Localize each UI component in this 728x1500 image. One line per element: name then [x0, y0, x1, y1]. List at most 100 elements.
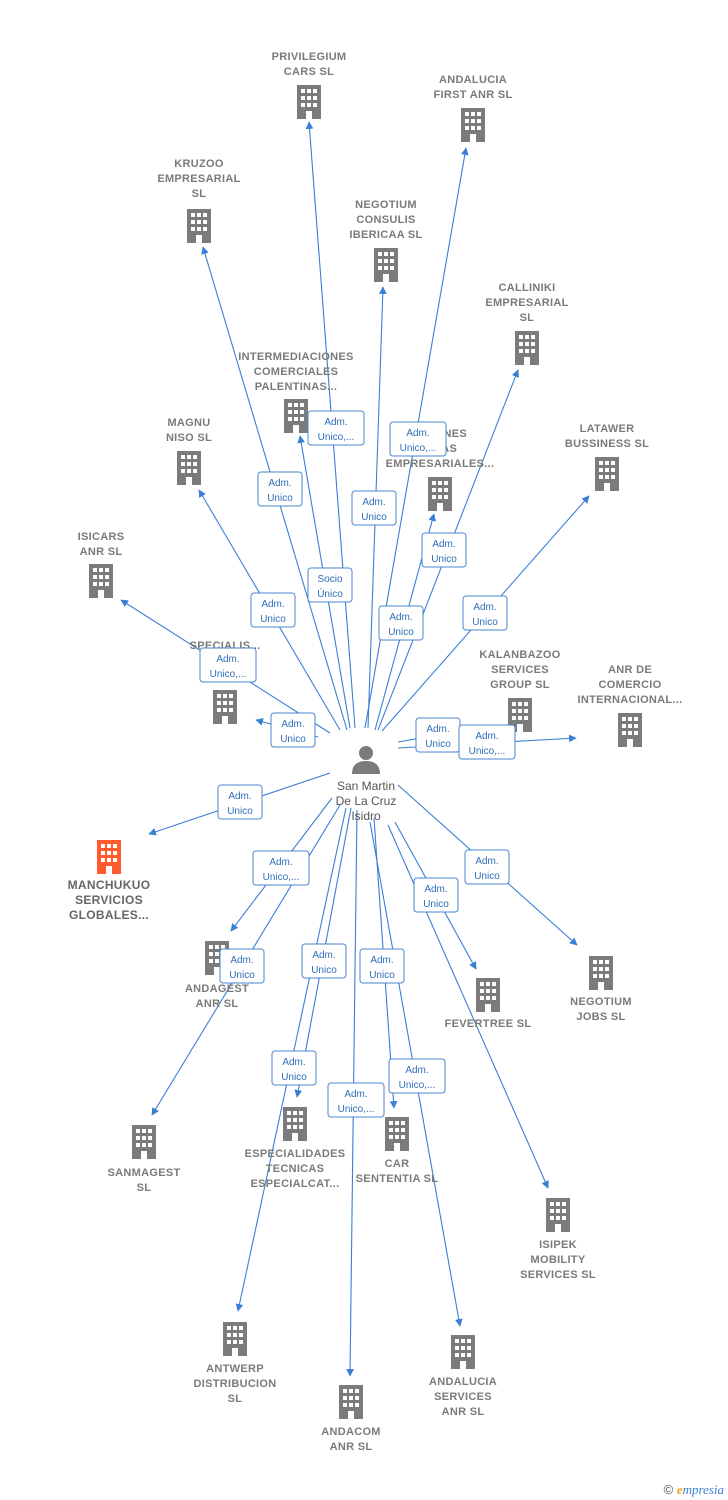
building-icon[interactable] — [213, 690, 237, 724]
svg-text:Unico,...: Unico,... — [400, 443, 437, 454]
building-icon[interactable] — [428, 477, 452, 511]
building-icon[interactable] — [546, 1198, 570, 1232]
footer-brand[interactable]: © empresia — [664, 1482, 724, 1498]
brand-logo: empresia — [676, 1482, 724, 1497]
svg-text:Unico: Unico — [423, 899, 449, 910]
relation-label[interactable]: Adm.Unico,... — [388, 1058, 446, 1094]
relation-label[interactable]: Adm.Unico — [217, 784, 263, 820]
building-icon[interactable] — [284, 399, 308, 433]
company-label[interactable]: FEVERTREE SL — [445, 1018, 532, 1030]
relation-label[interactable]: Adm.Unico — [270, 712, 316, 748]
svg-text:Adm.: Adm. — [424, 884, 447, 895]
relation-label[interactable]: Adm.Unico — [464, 849, 510, 885]
relation-label[interactable]: Adm. Unico — [413, 877, 459, 913]
svg-text:Socio: Socio — [317, 574, 342, 585]
relation-label[interactable]: Adm.Unico — [462, 595, 508, 631]
relation-label[interactable]: Adm.Unico — [415, 717, 461, 753]
svg-text:Unico: Unico — [474, 871, 500, 882]
relation-label[interactable]: Adm.Unico — [250, 592, 296, 628]
svg-text:Adm.: Adm. — [426, 724, 449, 735]
building-icon[interactable] — [461, 108, 485, 142]
relation-label[interactable]: Adm.Unico — [271, 1050, 317, 1086]
building-icon[interactable] — [476, 978, 500, 1012]
building-icon[interactable] — [297, 85, 321, 119]
svg-text:Unico,...: Unico,... — [338, 1104, 375, 1115]
svg-text:Unico: Unico — [280, 734, 306, 745]
svg-text:Unico: Unico — [227, 806, 253, 817]
svg-text:Adm.: Adm. — [406, 428, 429, 439]
building-icon[interactable] — [177, 451, 201, 485]
building-icon[interactable] — [451, 1335, 475, 1369]
building-icon[interactable] — [618, 713, 642, 747]
svg-text:Unico: Unico — [229, 970, 255, 981]
building-icon[interactable] — [187, 209, 211, 243]
relation-label[interactable]: Adm.Unico — [351, 490, 397, 526]
building-icon[interactable] — [283, 1107, 307, 1141]
building-icon[interactable] — [132, 1125, 156, 1159]
svg-text:Adm.: Adm. — [269, 857, 292, 868]
svg-text:Adm.: Adm. — [473, 602, 496, 613]
building-icon[interactable] — [385, 1117, 409, 1151]
relation-label[interactable]: Adm. Unico — [378, 605, 424, 641]
relation-label[interactable]: Adm.Unico,... — [252, 850, 310, 886]
relation-label[interactable]: Adm.Unico — [359, 948, 405, 984]
building-icon[interactable] — [515, 331, 539, 365]
building-icon[interactable] — [374, 248, 398, 282]
svg-text:Adm.: Adm. — [312, 950, 335, 961]
copyright-symbol: © — [663, 1482, 674, 1497]
svg-text:Unico,...: Unico,... — [399, 1080, 436, 1091]
relation-label[interactable]: Adm. Unico — [219, 948, 265, 984]
building-icon[interactable] — [89, 564, 113, 598]
relation-label[interactable]: Adm.Unico — [301, 943, 347, 979]
relation-label[interactable]: Adm. Unico,... — [458, 724, 516, 760]
svg-text:Adm.: Adm. — [230, 955, 253, 966]
building-icon[interactable] — [97, 840, 121, 874]
svg-text:Adm.: Adm. — [475, 731, 498, 742]
svg-text:Unico: Unico — [267, 493, 293, 504]
building-icon[interactable] — [223, 1322, 247, 1356]
building-icon[interactable] — [595, 457, 619, 491]
svg-text:Adm.: Adm. — [216, 654, 239, 665]
relation-label[interactable]: Adm.Unico — [257, 471, 303, 507]
building-icon[interactable] — [589, 956, 613, 990]
relation-label[interactable]: Adm.Unico — [421, 532, 467, 568]
relation-label[interactable]: Adm.Unico,... — [307, 410, 365, 446]
person-icon[interactable] — [352, 746, 380, 774]
svg-text:Adm.: Adm. — [389, 612, 412, 623]
relation-label[interactable]: Adm. Unico,... — [389, 421, 447, 457]
svg-text:Unico,...: Unico,... — [469, 746, 506, 757]
svg-text:Unico: Unico — [260, 614, 286, 625]
svg-text:Unico: Unico — [388, 627, 414, 638]
svg-text:Unico: Unico — [431, 554, 457, 565]
building-icon[interactable] — [339, 1385, 363, 1419]
relation-label[interactable]: Adm.Unico,... — [327, 1082, 385, 1118]
relation-label[interactable]: Adm.Unico,... — [199, 647, 257, 683]
